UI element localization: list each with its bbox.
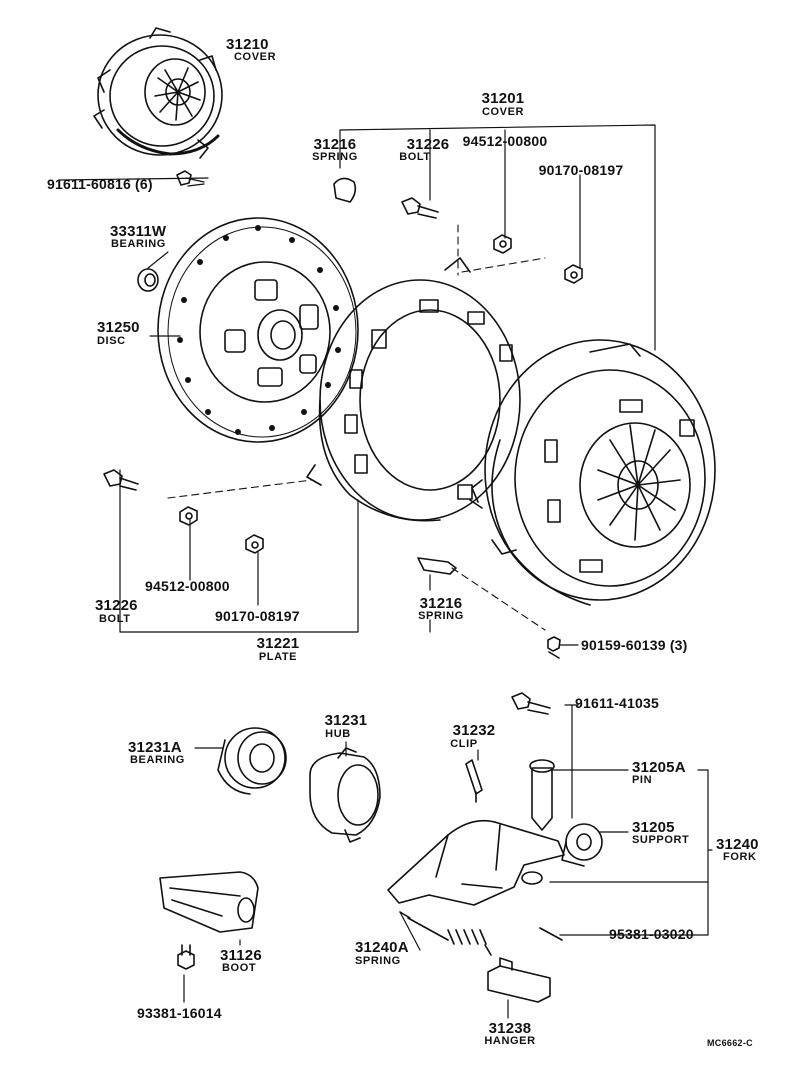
bearing-31231A-drawing (217, 727, 287, 795)
bearing-33311W-drawing (137, 268, 159, 292)
support-31205-drawing (561, 823, 603, 867)
label-31126-name: BOOT (222, 962, 257, 974)
label-31216-top-name: SPRING (312, 151, 358, 163)
bolt-31226-top-drawing (401, 197, 439, 219)
label-31216-top-number: 31216 (313, 136, 357, 153)
diagram-code: MC6662-C (707, 1038, 753, 1048)
label-31250-number: 31250 (97, 319, 140, 336)
label-31201-name: COVER (481, 106, 525, 118)
pin-95381-drawing (539, 927, 563, 941)
label-31221-name: PLATE (258, 651, 298, 663)
label-31205-name: SUPPORT (632, 834, 690, 846)
label-90170-bottom: 90170-08197 (215, 608, 300, 624)
label-31240A-number: 31240A (355, 939, 409, 956)
spring-31216-top-drawing (333, 177, 357, 203)
label-31210-name: COVER (234, 51, 277, 63)
label-31205-number: 31205 (632, 819, 675, 836)
label-91611-60816: 91611-60816 (6) (47, 176, 153, 192)
label-31250-name: DISC (97, 335, 126, 347)
nut-90170-bottom-drawing (245, 534, 264, 554)
spring-31216-bottom-drawing (417, 557, 457, 575)
label-31231A-name: BEARING (130, 754, 185, 766)
nut-90170-top-drawing (564, 264, 583, 284)
boot-31126-drawing (159, 871, 259, 933)
label-31240-number: 31240 (716, 836, 759, 853)
label-90170-top: 90170-08197 (538, 162, 624, 178)
screw-90159-drawing (547, 636, 561, 659)
nut-94512-top-drawing (493, 234, 512, 254)
label-31240A-name: SPRING (355, 955, 401, 967)
label-93381: 93381-16014 (137, 1005, 222, 1021)
hanger-31238-drawing (487, 957, 551, 1003)
label-31221-number: 31221 (256, 635, 300, 652)
label-94512-bottom: 94512-00800 (145, 578, 230, 594)
label-31210-number: 31210 (226, 36, 269, 53)
plate-31221-drawing (306, 257, 521, 522)
pin-31205A-drawing (529, 759, 555, 831)
label-33311W-number: 33311W (110, 223, 167, 240)
label-31226-bottom-name: BOLT (99, 613, 131, 625)
spring-31240A-drawing (399, 911, 492, 956)
fork-31240-drawing (387, 819, 565, 906)
label-31240-name: FORK (723, 851, 757, 863)
label-31226-top-number: 31226 (406, 136, 450, 153)
bolt-91611-41035-drawing (511, 692, 551, 715)
bolt-31226-bottom-drawing (103, 469, 139, 491)
hub-31231-drawing (309, 747, 381, 843)
nut-94512-bottom-drawing (179, 506, 198, 526)
label-95381: 95381-03020 (609, 926, 694, 942)
label-31238-number: 31238 (488, 1020, 532, 1037)
label-31226-top-name: BOLT (399, 151, 431, 163)
label-91611-41035: 91611-41035 (575, 695, 659, 711)
cover-31210-drawing (93, 27, 223, 159)
label-31205A-number: 31205A (632, 759, 686, 776)
label-31231A-number: 31231A (128, 739, 182, 756)
disc-31250-drawing (157, 217, 359, 443)
dashed-alignment-lines (167, 224, 546, 631)
leader-lines-bottom (183, 704, 713, 1019)
label-31205A-name: PIN (632, 774, 653, 786)
label-31201-number: 31201 (481, 90, 525, 107)
label-31216-bottom-name: SPRING (418, 610, 464, 622)
label-31238-name: HANGER (484, 1035, 536, 1047)
label-31232-number: 31232 (452, 722, 496, 739)
bolt-93381-drawing (177, 944, 195, 970)
label-31231-number: 31231 (324, 712, 368, 729)
label-31226-bottom-number: 31226 (95, 597, 138, 614)
label-94512-top: 94512-00800 (462, 133, 548, 149)
label-90159: 90159-60139 (3) (581, 637, 688, 653)
label-31231-name: HUB (325, 728, 351, 740)
label-31126-number: 31126 (220, 947, 262, 964)
label-31232-name: CLIP (450, 738, 478, 750)
cover-31201-drawing (471, 339, 716, 606)
clip-31232-drawing (465, 759, 483, 803)
label-33311W-name: BEARING (111, 238, 166, 250)
label-31216-bottom-number: 31216 (419, 595, 463, 612)
leader-lines-top (59, 124, 656, 646)
